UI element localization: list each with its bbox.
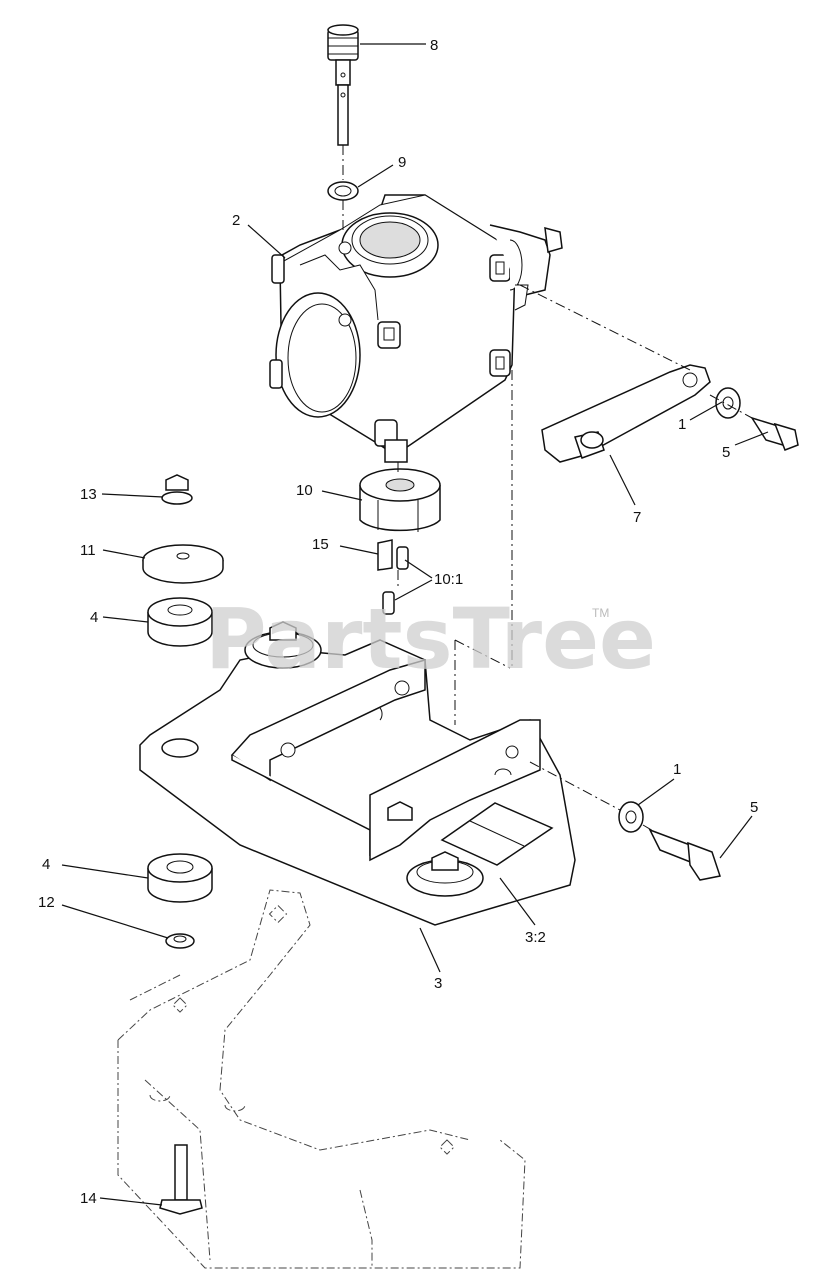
callout-5-bottom: 5 [750,799,758,816]
callout-12: 12 [38,894,55,911]
control-arm [541,364,711,463]
rubber-bushing-bottom [147,853,213,903]
callout-3-2: 3:2 [525,929,546,946]
gearbox-housing [269,194,563,463]
callout-14: 14 [80,1190,97,1207]
watermark-text: PartsTree [205,590,656,688]
callout-1-bottom: 1 [673,761,681,778]
plate-bushing-right [406,851,484,897]
assembly-centerlines [342,145,753,833]
flange-nut [161,474,193,505]
carriage-bolt [159,1144,203,1215]
plate-bushing-left [244,621,322,669]
ghost-mount-bracket [117,889,526,1269]
coupler [359,468,441,532]
callout-4-bottom: 4 [42,856,50,873]
rubber-bushing-top [147,597,213,647]
callout-8: 8 [430,37,438,54]
bolt-top [750,416,799,451]
callout-2: 2 [232,212,240,229]
watermark-tm: TM [592,606,609,620]
callout-10-1: 10:1 [434,571,463,588]
shaft-key-and-pins [377,539,409,615]
callout-10: 10 [296,482,313,499]
base-plate [139,639,576,926]
leader-lines [61,43,769,1206]
bolt-bottom [648,828,721,881]
callout-7: 7 [633,509,641,526]
plate-bolt-center [387,801,413,821]
lock-nut [165,933,195,949]
callout-3: 3 [434,975,442,992]
dipstick [327,24,359,146]
callout-4-top: 4 [90,609,98,626]
callout-1-top: 1 [678,416,686,433]
callout-5-top: 5 [722,444,730,461]
large-washer [142,544,224,584]
callout-15: 15 [312,536,329,553]
callout-13: 13 [80,486,97,503]
callout-9: 9 [398,154,406,171]
callout-labels: 8 9 2 1 5 7 13 10 11 15 10:1 4 1 5 4 12 … [38,37,758,1207]
callout-11: 11 [80,542,96,559]
